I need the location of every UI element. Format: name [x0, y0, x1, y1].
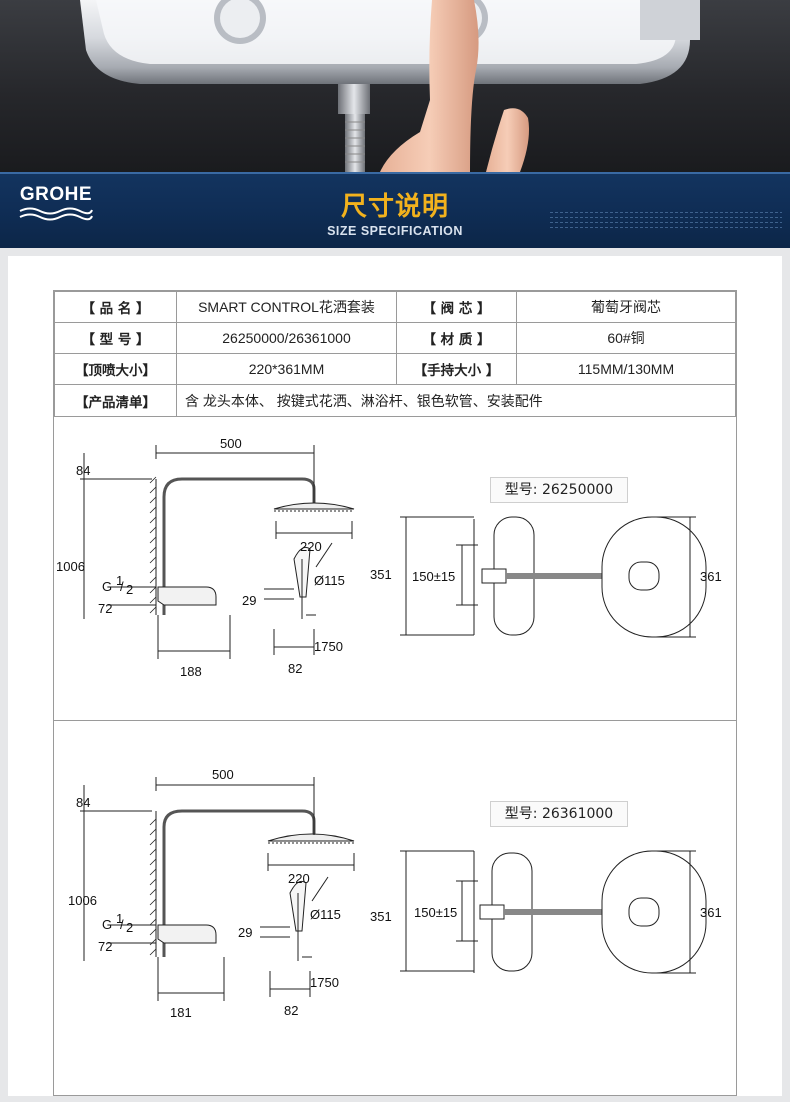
dim-height: 1006	[56, 559, 85, 574]
decorative-lines	[550, 208, 782, 238]
label-name: 【 品 名 】	[54, 291, 177, 323]
dim-head: 220	[288, 871, 310, 886]
dim-82: 82	[284, 1003, 298, 1018]
value-contents: 含 龙头本体、 按键式花洒、淋浴杆、银色软管、安装配件	[176, 384, 736, 417]
wave-icon	[19, 207, 93, 221]
value-model: 26250000/26361000	[176, 322, 397, 354]
value-name: SMART CONTROL花洒套装	[176, 291, 397, 323]
brand-logo: GROHE	[14, 184, 98, 228]
dim-hand: Ø115	[310, 907, 341, 922]
section-divider	[54, 720, 736, 721]
dim-g: G	[102, 579, 112, 594]
value-cartridge: 葡萄牙阀芯	[516, 291, 736, 323]
label-contents: 【产品清单】	[54, 384, 177, 417]
dim-1750: 1750	[314, 639, 343, 654]
dim-arm-length: 500	[212, 767, 234, 782]
thermostat-photo-illustration	[80, 0, 700, 172]
svg-text:/: /	[120, 579, 124, 594]
dim-1750: 1750	[310, 975, 339, 990]
svg-text:2: 2	[126, 582, 133, 597]
model-label: 型号: 26361000	[490, 801, 628, 827]
spec-sheet: 【 品 名 】 SMART CONTROL花洒套装 【 阀 芯 】 葡萄牙阀芯 …	[53, 290, 737, 1096]
dim-72: 72	[98, 601, 112, 616]
dim-hand: Ø115	[314, 573, 345, 588]
svg-text:/: /	[120, 917, 124, 932]
model-label: 型号: 26250000	[490, 477, 628, 503]
dimension-diagram-2: 500 84 220 1006 G 1 / 2 72 29 Ø115 1750 …	[54, 761, 736, 1061]
table-row: 【顶喷大小】 220*361MM 【手持大小 】 115MM/130MM	[54, 353, 736, 385]
dim-height: 1006	[68, 893, 97, 908]
dim-front-height: 351	[370, 567, 392, 582]
spec-table: 【 品 名 】 SMART CONTROL花洒套装 【 阀 芯 】 葡萄牙阀芯 …	[54, 291, 736, 417]
brand-name: GROHE	[19, 184, 93, 205]
section-header: GROHE 尺寸说明 SIZE SPECIFICATION	[0, 172, 790, 248]
dim-front-center: 150±15	[412, 569, 455, 584]
dim-front-center: 150±15	[414, 905, 457, 920]
dim-29: 29	[238, 925, 252, 940]
dim-front-height: 351	[370, 909, 392, 924]
table-row: 【 品 名 】 SMART CONTROL花洒套装 【 阀 芯 】 葡萄牙阀芯	[54, 291, 736, 323]
dim-72: 72	[98, 939, 112, 954]
value-material: 60#铜	[516, 322, 736, 354]
dim-plate-height: 361	[700, 569, 722, 584]
dim-181: 181	[170, 1005, 192, 1020]
label-cartridge: 【 阀 芯 】	[396, 291, 517, 323]
dim-29: 29	[242, 593, 256, 608]
product-photo	[0, 0, 790, 172]
dimension-diagram-1: 500 84 220 1006 G 1 / 2 72 29 Ø115 1750 …	[54, 419, 736, 719]
label-hand-size: 【手持大小 】	[396, 353, 517, 385]
dim-head: 220	[300, 539, 322, 554]
svg-text:1: 1	[116, 573, 123, 588]
label-head-size: 【顶喷大小】	[54, 353, 177, 385]
dim-82: 82	[288, 661, 302, 676]
table-row: 【产品清单】 含 龙头本体、 按键式花洒、淋浴杆、银色软管、安装配件	[54, 384, 736, 417]
dim-g: G	[102, 917, 112, 932]
spec-card: 【 品 名 】 SMART CONTROL花洒套装 【 阀 芯 】 葡萄牙阀芯 …	[8, 256, 782, 1096]
table-row: 【 型 号 】 26250000/26361000 【 材 质 】 60#铜	[54, 322, 736, 354]
svg-text:2: 2	[126, 920, 133, 935]
dim-188: 188	[180, 664, 202, 679]
svg-text:1: 1	[116, 911, 123, 926]
dim-arm-length: 500	[220, 436, 242, 451]
label-material: 【 材 质 】	[396, 322, 517, 354]
label-model: 【 型 号 】	[54, 322, 177, 354]
technical-drawing: 500 84 220 1006 G 1 / 2 72 29 Ø115 1750 …	[68, 767, 722, 1020]
technical-drawing: 500 84 220 1006 G 1 / 2 72 29 Ø115 1750 …	[56, 436, 722, 679]
section-title: 尺寸说明	[340, 192, 449, 222]
value-hand-size: 115MM/130MM	[516, 353, 736, 385]
value-head-size: 220*361MM	[176, 353, 397, 385]
dim-top: 84	[76, 463, 90, 478]
dim-plate-height: 361	[700, 905, 722, 920]
dim-top: 84	[76, 795, 90, 810]
section-subtitle: SIZE SPECIFICATION	[327, 224, 463, 238]
